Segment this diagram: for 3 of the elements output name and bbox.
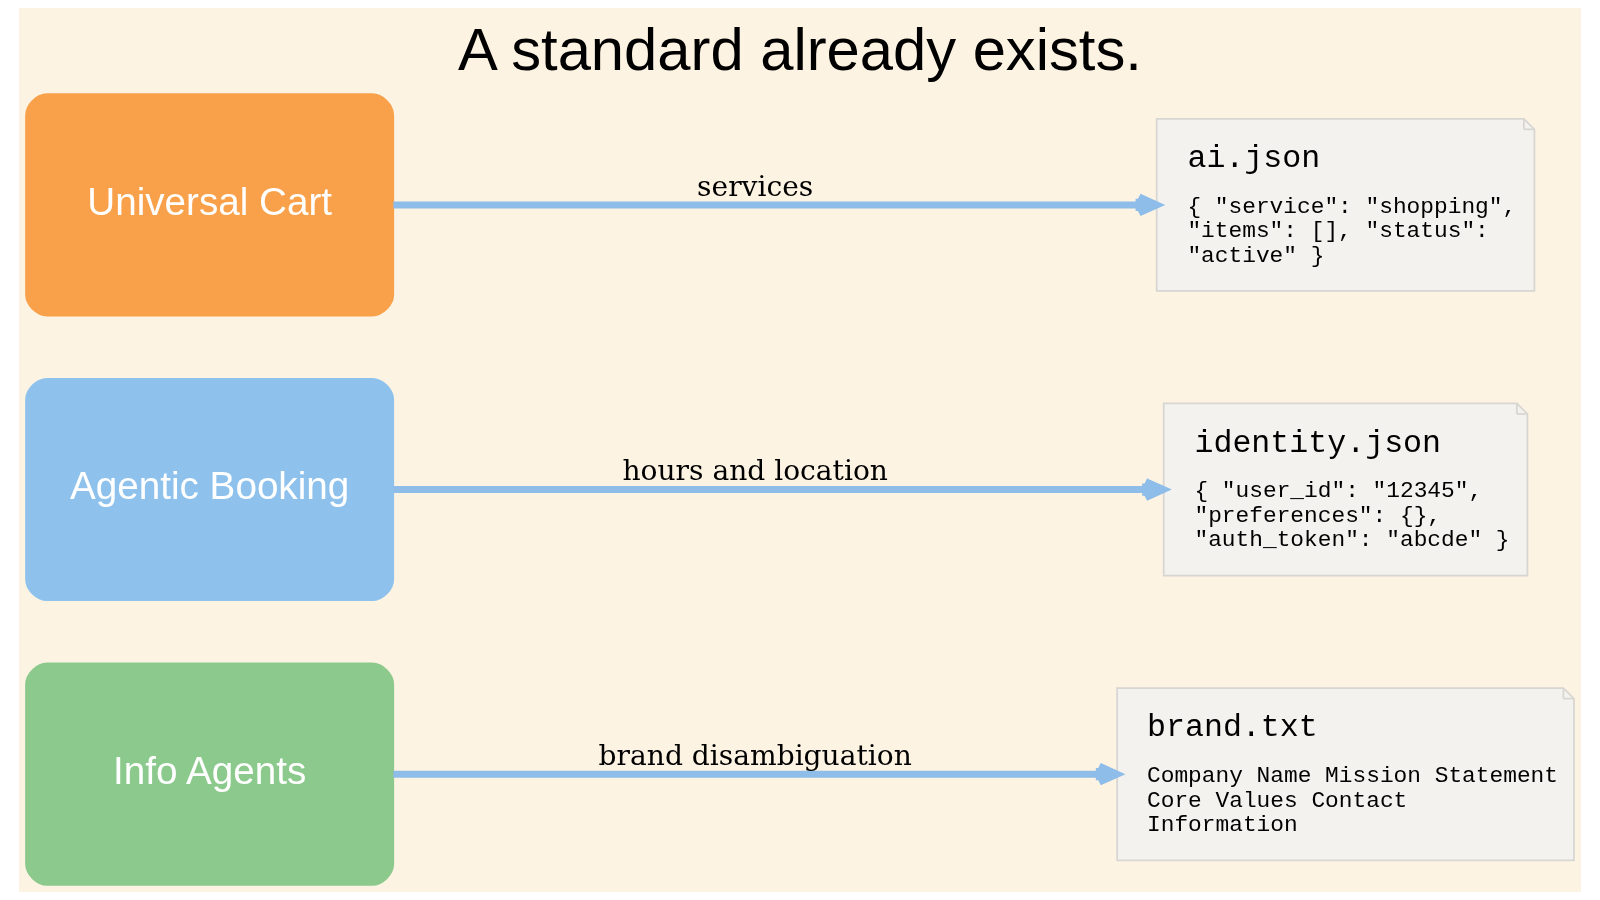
edge-label: services: [697, 169, 814, 203]
edge-label: hours and location: [622, 454, 888, 488]
diagram-title: A standard already exists.: [458, 15, 1142, 83]
